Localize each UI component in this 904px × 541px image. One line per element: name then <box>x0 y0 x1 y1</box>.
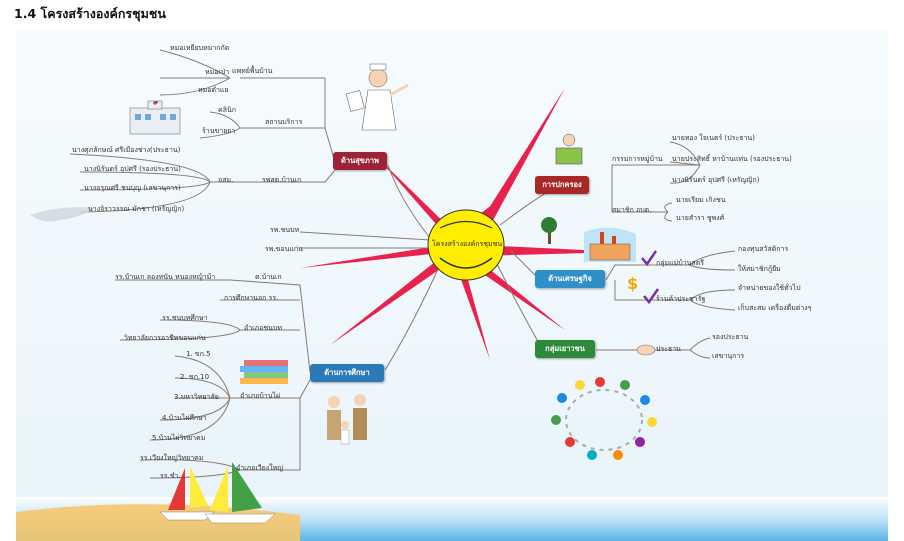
youth-item: เลขานุการ <box>712 352 745 360</box>
housewives-item: กองทุนสวัสดิการ <box>738 245 789 253</box>
education-node: ด้านการศึกษา <box>310 364 384 382</box>
banphai-item: 5.บ้านไผ่วิทยาคม <box>152 434 206 442</box>
banphai-item: 1. ขก.5 <box>186 350 211 358</box>
hospital-label: รพ.ชนบท <box>270 226 300 234</box>
children-circle-icon <box>551 377 657 460</box>
volunteer-item: นางนิรันดร์ อุปศรี (รองประธาน) <box>84 165 181 173</box>
volunteer-item: นางจิราวรรณ มักชา (เหรัญญิก) <box>88 205 185 213</box>
banphai-label: อำเภอบ้านไผ่ <box>240 392 281 400</box>
smile-icon <box>439 257 493 269</box>
hospital-label: รพ.ขอนแก่น <box>265 245 303 253</box>
school-item: รร.บ้านเก ลองหนัน หนองหญ้าม้า <box>115 273 216 281</box>
committee-item: นายประสิทธิ์ หาบ้านแท่น (รองประธาน) <box>672 155 792 163</box>
connector-lines <box>69 49 736 479</box>
traditional-item: หมอเป่า <box>205 68 230 76</box>
housewives-item: ให้สมาชิกกู้ยืม <box>738 265 781 273</box>
traditional-item: หมอตำแย <box>198 86 229 94</box>
muangyai-label: อำเภอเวียงใหญ่ <box>236 464 284 472</box>
nonformal-label: การศึกษานอก รร. <box>224 294 279 302</box>
services-item: ร้านขายยา <box>202 127 236 135</box>
banphai-item: 3.มหาวิทยาลัย <box>174 393 219 401</box>
council-label: สมาชิก อบต. <box>612 206 652 214</box>
banphai-item: 2. ขก.10 <box>180 373 210 381</box>
district-label: อำเภอชนบท <box>244 324 282 332</box>
tree-icon <box>541 217 557 244</box>
traditional-doctor-label: แพทย์พื้นบ้าน <box>232 67 273 75</box>
housewives-label: กลุ่มแม่บ้านสตรี <box>656 259 705 267</box>
district-item: วิทยาลัยการอาชีพขอนแก่น <box>124 334 206 342</box>
nurse-icon <box>345 63 409 131</box>
sailboat-icon <box>159 462 276 524</box>
volunteer-item: นางอรุณศรี ชนบุญ (เลขานุการ) <box>84 184 181 192</box>
checkmark-icon <box>641 250 658 267</box>
services-label: สถานบริการ <box>265 118 303 126</box>
hospital-icon <box>129 100 181 135</box>
health-node: ด้านสุขภาพ <box>333 152 387 170</box>
shop-item: จำหน่ายของใช้ทั่วไป <box>738 284 801 292</box>
youth-item: รองประธาน <box>712 333 749 341</box>
checkmark-icon-2 <box>643 288 660 305</box>
books-icon <box>240 360 288 384</box>
family-icon <box>327 394 367 445</box>
youth-chair-label: ประธาน <box>656 345 681 353</box>
committee-label: กรรมการหมู่บ้าน <box>612 155 663 163</box>
cloud-decoration-icon <box>30 207 95 222</box>
shop-item: เก็บสะสม เครื่องดื่มต่างๆ <box>738 304 812 312</box>
committee-item: นางนิรันดร์ อุปศรี (เหรัญญิก) <box>672 176 760 184</box>
school-district-label: ต.บ้านเก <box>255 273 282 281</box>
traditional-item: หมอเหยียบหมากกัด <box>170 44 230 52</box>
economy-node: ด้านเศรษฐกิจ <box>535 270 605 288</box>
muangyai-item: รร.เวียงใหญ่วิทยาคม <box>140 454 204 462</box>
district-item: รร.ชนบทศึกษา <box>162 314 208 322</box>
dollar-icon: $ <box>627 274 638 293</box>
smile-brow-icon <box>439 220 493 229</box>
youth-node: กลุ่มเยาวชน <box>535 340 595 358</box>
shop-label: ร้านค้าประชารัฐ <box>656 295 706 303</box>
council-item: นายสำรา ชูพงศ์ <box>676 214 725 222</box>
services-item: คลินิก <box>218 106 236 114</box>
governance-node: การปกครอง <box>535 176 589 194</box>
committee-item: นายทอง ใจเนตร์ (ประธาน) <box>672 134 755 142</box>
center-node-label: โครงสร้างองค์กรชุมชน <box>432 240 503 248</box>
sand-band <box>16 504 300 541</box>
factory-icon <box>584 227 636 262</box>
podium-icon <box>555 133 583 165</box>
handshake-icon <box>636 344 656 356</box>
muangyai-item: รร.ชำ... <box>160 472 186 480</box>
volunteer-hospital-label: รพสต.บ้านเก <box>262 176 302 184</box>
page-title: 1.4 โครงสร้างองค์กรชุมชน <box>14 6 166 21</box>
banphai-item: 4.บ้านไผ่ศึกษา <box>162 414 207 422</box>
council-item: นายเรียม เกิงชน <box>676 196 726 204</box>
volunteer-group-label: อสม. <box>218 176 234 184</box>
volunteer-item: นางศุภลักษณ์ ศรีเมืองช่าง(ประธาน) <box>72 146 181 154</box>
